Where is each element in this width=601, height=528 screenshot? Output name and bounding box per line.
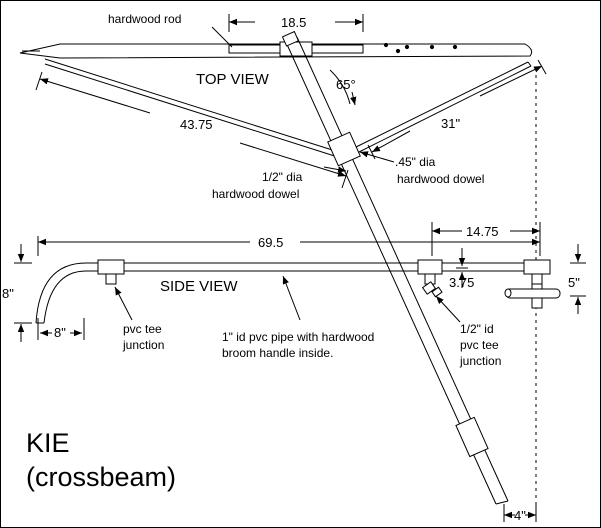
small-dowel-label-2: hardwood dowel <box>397 172 484 186</box>
rod-clamp <box>279 41 313 57</box>
bend-width-dimension <box>37 318 85 340</box>
top-view-label: TOP VIEW <box>196 71 270 88</box>
total-length-label: 69.5 <box>258 235 283 250</box>
right-tee-label-3: junction <box>459 354 501 368</box>
bottom-offset-dimension <box>503 504 537 522</box>
outer-segment-label: 14.75 <box>466 224 499 239</box>
small-dowel-leader <box>359 151 395 163</box>
half-dowel-label-1: 1/2" dia <box>262 170 303 184</box>
drop-label: 3.75 <box>449 275 474 290</box>
left-pvc-tee <box>97 259 125 285</box>
long-dowel <box>44 58 346 160</box>
diagonal-tee <box>421 281 443 298</box>
bend-height-label: 8" <box>2 286 14 301</box>
bend-width-label: 8" <box>54 325 66 340</box>
hardwood-rod-label: hardwood rod <box>108 12 181 26</box>
pipe-note-label-1: 1" id pvc pipe with hardwood <box>222 330 374 344</box>
outer-segment-dimension <box>431 222 540 256</box>
short-dowel-length-label: 31" <box>441 116 460 131</box>
angle-label: 65° <box>336 77 356 92</box>
side-view-label: SIDE VIEW <box>160 278 238 295</box>
left-tee-label-2: junction <box>122 338 164 352</box>
half-dowel-label-2: hardwood dowel <box>212 187 299 201</box>
long-dowel-dimension <box>35 71 349 189</box>
side-outrigger-stub <box>504 288 561 299</box>
middle-pvc-tee <box>417 259 443 285</box>
pipe-note-leader <box>282 275 301 321</box>
left-tee-label-1: pvc tee <box>123 322 162 336</box>
small-dowel-label-1: .45" dia <box>395 155 436 169</box>
short-dowel <box>353 61 532 154</box>
title-line-2: (crossbeam) <box>26 462 177 492</box>
right-tee-label-1: 1/2" id <box>460 322 494 336</box>
right-tee-label-2: pvc tee <box>460 338 499 352</box>
rod-leader <box>211 26 233 48</box>
tee-offset-dimension <box>570 244 586 314</box>
angle-arrow <box>350 91 357 106</box>
left-tee-leader <box>114 286 133 321</box>
angle-arc <box>329 69 351 105</box>
hull-holes <box>383 42 458 54</box>
diagram-title: KIE (crossbeam) <box>26 426 176 494</box>
rod-length-dimension <box>228 14 364 32</box>
short-dowel-dimension <box>367 59 547 160</box>
pipe-note-label-2: broom handle inside. <box>222 346 333 360</box>
bottom-offset-label: 4" <box>514 508 526 523</box>
diagonal-crossbeam <box>281 30 509 505</box>
total-length-dimension <box>37 222 541 256</box>
drop-dimension <box>456 248 468 288</box>
tee-offset-label: 5" <box>568 275 580 290</box>
right-tee-leader <box>435 295 461 323</box>
rod-length-label: 18.5 <box>281 15 306 30</box>
bend-height-dimension <box>14 244 32 342</box>
half-dowel-leader <box>323 166 347 173</box>
right-pvc-tee <box>523 259 551 309</box>
title-line-1: KIE <box>26 428 70 458</box>
long-dowel-length-label: 43.75 <box>180 117 213 132</box>
